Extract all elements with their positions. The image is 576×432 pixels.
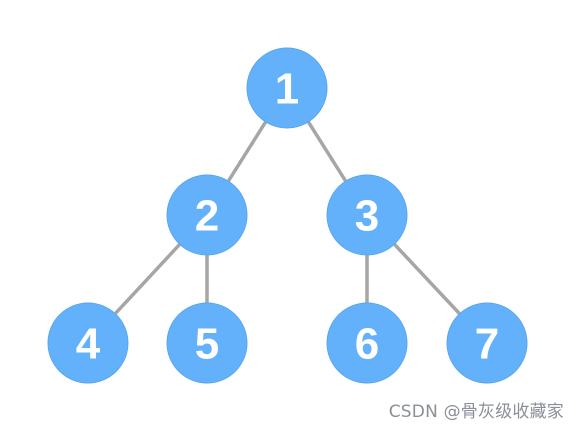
tree-node-circle bbox=[166, 302, 248, 384]
tree-node-circle bbox=[166, 174, 248, 256]
tree-node-label: 4 bbox=[76, 320, 101, 369]
tree-node-circle bbox=[47, 302, 129, 384]
csdn-watermark: CSDN @骨灰级收藏家 bbox=[388, 402, 564, 422]
tree-node-1: 1 bbox=[246, 47, 328, 129]
tree-node-label: 1 bbox=[275, 65, 299, 114]
tree-node-label: 6 bbox=[355, 320, 379, 369]
tree-node-7: 7 bbox=[446, 302, 528, 384]
tree-node-5: 5 bbox=[166, 302, 248, 384]
tree-node-label: 2 bbox=[195, 192, 219, 241]
tree-node-4: 4 bbox=[47, 302, 129, 384]
tree-node-circle bbox=[326, 302, 408, 384]
tree-node-label: 5 bbox=[195, 320, 219, 369]
tree-node-2: 2 bbox=[166, 174, 248, 256]
tree-node-circle bbox=[446, 302, 528, 384]
tree-node-6: 6 bbox=[326, 302, 408, 384]
tree-node-3: 3 bbox=[326, 174, 408, 256]
tree-nodes: 1 2 3 4 5 6 7 bbox=[47, 47, 528, 384]
tree-node-label: 7 bbox=[475, 320, 499, 369]
tree-node-label: 3 bbox=[355, 192, 379, 241]
tree-node-circle bbox=[326, 174, 408, 256]
tree-node-circle bbox=[246, 47, 328, 129]
